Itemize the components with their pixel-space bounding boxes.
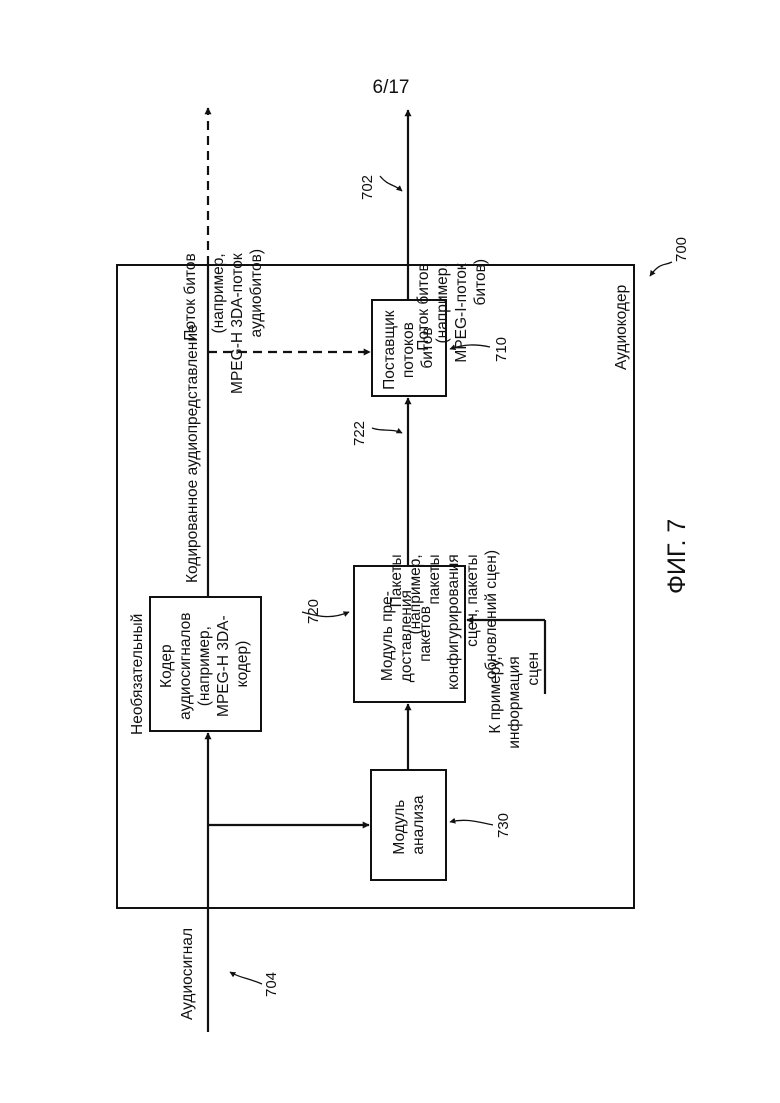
optional-coder-title: Необязательный	[129, 614, 146, 735]
ref-704-leader	[230, 972, 262, 984]
ref-704: 704	[263, 972, 280, 997]
ref-700-leader	[650, 262, 672, 276]
page-number: 6/17	[373, 77, 410, 98]
ref-702: 702	[359, 175, 376, 200]
audio-encoder-label: Аудиокодер	[613, 285, 630, 370]
ref-722: 722	[351, 421, 368, 446]
figure-caption: ФИГ. 7	[663, 519, 691, 594]
audio-signal-label: Аудиосигнал	[179, 928, 196, 1020]
encoded-representation-label: Кодированное аудиопредставление	[184, 324, 201, 583]
analysis-module-box	[371, 770, 446, 880]
ref-700: 700	[673, 237, 690, 262]
ref-702-leader	[380, 176, 402, 191]
ref-710: 710	[493, 337, 510, 362]
ref-720: 720	[305, 599, 322, 624]
ref-730: 730	[495, 813, 512, 838]
